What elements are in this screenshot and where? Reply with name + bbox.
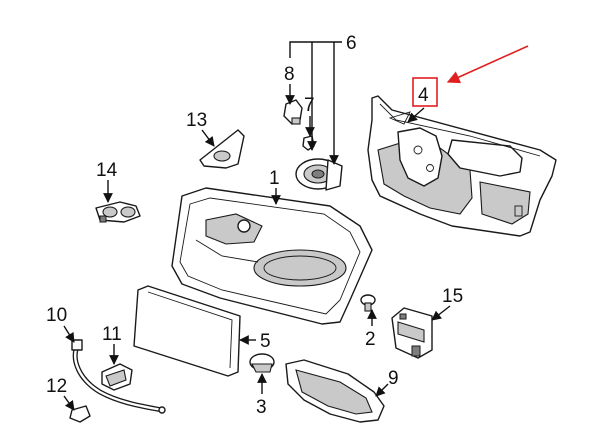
highlight-box [412,77,438,107]
armrest-pad-part-9 [285,359,385,423]
callout-5: 5 [260,331,271,352]
clip-part-11 [101,363,133,391]
speaker-part-6 [295,158,343,191]
door-trim-panel-part-4 [367,95,557,237]
mirror-trim-cover-part-13 [199,129,245,169]
callout-4: 4 [418,85,429,106]
callout-10: 10 [46,305,67,326]
switch-assembly-part-15 [391,307,433,359]
switch-part-14 [95,201,141,223]
panel-insert-part-5 [133,285,241,377]
callout-13: 13 [186,110,207,131]
callout-1: 1 [269,168,280,189]
callout-12: 12 [46,376,67,397]
bulb-part-8 [283,99,303,125]
callout-labels: 1 2 3 4 5 6 7 8 9 10 11 12 13 14 15 [46,33,463,418]
callout-2: 2 [365,329,376,350]
knob-part-3 [249,353,275,373]
callout-15: 15 [442,286,463,307]
callout-3: 3 [256,397,267,418]
rod-part-10 [71,339,166,414]
door-panel-part-1 [171,187,373,325]
callout-7: 7 [304,95,315,116]
pointer-arrow [446,45,529,84]
callout-14: 14 [96,160,118,181]
leader-lines [63,41,451,411]
callout-8: 8 [284,64,295,85]
callout-9: 9 [388,368,399,389]
push-pin-part-2 [360,294,376,312]
callout-11: 11 [102,324,122,345]
callout-6: 6 [346,33,357,54]
retainer-part-12 [69,405,91,423]
